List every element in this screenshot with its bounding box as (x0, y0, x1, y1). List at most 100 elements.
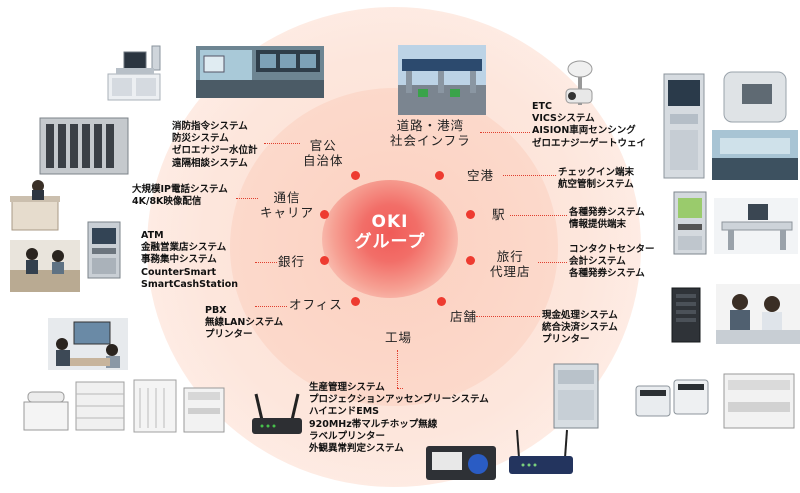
system-item: 消防指令システム (172, 121, 248, 132)
bank-teller-counter-image (10, 240, 80, 292)
ring-dot (435, 171, 444, 180)
system-item: 情報提供端末 (569, 219, 627, 231)
systems-carrier: 大規模IP電話システム 4K/8K映像配信 (132, 184, 228, 208)
leader-line (255, 262, 277, 263)
ticket-vending-machine-image (673, 191, 707, 255)
center-label-line2: グループ (354, 232, 426, 252)
system-item: PBX (205, 305, 227, 316)
sector-label: 旅行 (496, 249, 524, 264)
control-room-image (196, 46, 324, 98)
sector-label: 社会インフラ (390, 133, 471, 148)
info-terminal-desk-image (714, 198, 798, 254)
system-item: ゼロエナジーゲートウェイ (532, 137, 647, 149)
system-item: ゼロエナジー水位計 (172, 145, 258, 157)
sector-store: 店舗 (450, 309, 477, 324)
system-item: コンタクトセンター (569, 244, 655, 255)
center-label: OKI グループ (340, 212, 440, 252)
label-printer-image (426, 446, 496, 480)
sector-label: 自治体 (303, 153, 344, 168)
leader-line (476, 316, 540, 317)
receipt-printers-image (635, 379, 709, 417)
sector-label: 駅 (492, 207, 506, 222)
system-item: 各種発券システム (569, 207, 645, 218)
sector-government: 官公 自治体 (303, 138, 344, 168)
center-label-line1: OKI (371, 212, 409, 232)
leader-line (264, 143, 300, 144)
leader-line (255, 306, 287, 307)
a3-laser-printer-image (723, 373, 795, 429)
sector-label: 工場 (385, 330, 413, 345)
sector-label: 官公 (309, 138, 337, 153)
sector-bank: 銀行 (278, 254, 305, 269)
system-item: プリンター (542, 334, 590, 346)
system-item: プロジェクションアッセンブリーシステム (309, 394, 489, 406)
ring-dot (351, 171, 360, 180)
system-item: 現金処理システム (542, 310, 618, 321)
system-item: 920MHz帯マルチホップ無線 (309, 418, 438, 430)
reception-counter-image (10, 180, 60, 231)
tower-printers-image (183, 387, 225, 433)
system-item: 統合決済システム (542, 322, 618, 334)
sector-carrier: 通信 キャリア (260, 190, 314, 220)
system-item: 事務集中システム (141, 254, 217, 266)
leader-line (538, 262, 567, 263)
systems-airport: チェックイン端末 航空管制システム (558, 167, 634, 191)
etc-toll-gate-image (398, 45, 486, 115)
ring-dot (351, 297, 360, 306)
checkin-kiosk-image (663, 73, 705, 179)
ring-dot (437, 297, 446, 306)
office-workers-image (716, 284, 800, 344)
center-hub (322, 180, 458, 298)
system-item: ATM (141, 230, 164, 241)
systems-store: 現金処理システム 統合決済システム プリンター (542, 310, 618, 347)
ring-dot (320, 210, 329, 219)
system-item: ラベルプリンター (309, 430, 386, 442)
sector-label: 通信 (273, 190, 301, 205)
cash-processing-machine-image (553, 363, 599, 429)
sector-label: キャリア (260, 205, 315, 220)
systems-office: PBX 無線LANシステム プリンター (205, 305, 283, 342)
ring-dot (466, 210, 475, 219)
roadside-camera-image (565, 60, 593, 105)
server-tower-image (671, 287, 701, 343)
sector-label: 道路・港湾 (396, 118, 465, 133)
network-router-image (252, 393, 302, 434)
sector-label: 代理店 (490, 264, 531, 279)
sector-station: 駅 (492, 207, 506, 222)
system-item: 遠隔相談システム (172, 157, 248, 169)
sector-label: 空港 (467, 168, 495, 183)
leader-line (510, 215, 567, 216)
ring-dot (466, 256, 475, 265)
sector-label: オフィス (289, 297, 343, 312)
sector-label: 店舗 (450, 309, 478, 324)
system-item: 外観異常判定システム (309, 443, 404, 455)
system-item: 航空管制システム (558, 179, 634, 191)
sector-office: オフィス (289, 297, 343, 312)
air-traffic-control-room-image (712, 71, 798, 180)
sector-airport: 空港 (467, 168, 494, 183)
system-item: 金融営業店システム (141, 242, 227, 254)
system-item: VICSシステム (532, 113, 595, 125)
systems-road: ETC VICSシステム AISION車両センシング ゼロエナジーゲートウェイ (532, 101, 646, 150)
systems-travel: コンタクトセンター 会計システム 各種発券システム (569, 244, 655, 281)
system-item: 会計システム (569, 256, 626, 268)
system-item: 4K/8K映像配信 (132, 196, 202, 208)
leader-line (480, 132, 530, 133)
sector-factory: 工場 (385, 330, 412, 345)
system-item: ハイエンドEMS (309, 406, 380, 418)
leader-line (236, 198, 258, 199)
sector-label: 銀行 (278, 254, 306, 269)
system-item: 生産管理システム (309, 382, 385, 393)
ip-phone-and-switches-image (23, 379, 177, 433)
systems-station: 各種発券システム 情報提供端末 (569, 207, 645, 231)
leader-line (503, 175, 556, 176)
ring-dot (320, 256, 329, 265)
system-item: 無線LANシステム (205, 317, 284, 329)
atm-machine-image (87, 221, 121, 279)
systems-factory: 生産管理システム プロジェクションアッセンブリーシステム ハイエンドEMS 92… (309, 382, 489, 455)
fire-command-console-image (107, 45, 161, 101)
video-conference-image (48, 318, 128, 370)
sector-road: 道路・港湾 社会インフラ (390, 118, 471, 148)
system-item: 防災システム (172, 133, 229, 145)
